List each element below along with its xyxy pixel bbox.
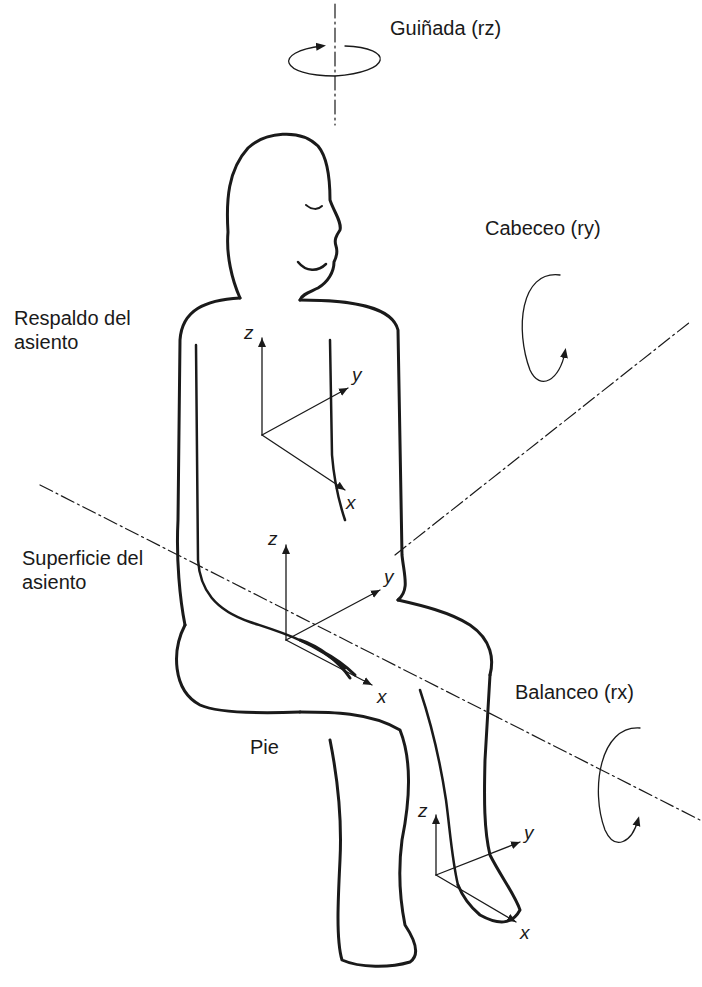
roll-axis [40,485,700,820]
pitch-rotation [522,275,565,382]
rotation-label: Guiñada (rz) [390,16,501,40]
pitch-axis [395,322,690,555]
head-axes [262,338,348,490]
right-shoulder-arm [300,300,405,600]
rotation-label: Balanceo (rx) [515,680,634,704]
axis-letter: y [384,566,394,589]
axis-letter: x [346,492,356,515]
axis-letter: y [524,822,534,845]
axis-letter: x [377,686,387,709]
left-arm [196,345,345,668]
foot-axes [436,815,520,922]
front-leg [300,712,415,966]
yaw-rotation [289,46,381,76]
rotation-label: Cabeceo (ry) [485,216,601,240]
thigh-top [398,600,492,675]
axis-letter: z [268,528,278,551]
part-label: Respaldo del asiento [14,306,154,354]
axis-letter: y [352,364,362,387]
part-label: Pie [250,735,279,759]
eye [306,205,322,209]
part-label: Superficie del asiento [22,546,172,594]
axis-letter: x [520,922,530,945]
seat-axes [286,545,380,685]
back-leg [458,675,520,922]
arm-inner-line [330,340,345,520]
back-leg-inner [420,690,458,885]
axis-letter: z [244,322,254,345]
axis-letter: z [418,800,428,823]
mouth [298,262,326,270]
roll-rotation [598,728,640,842]
head-outline [227,134,340,300]
hip-outline [177,625,300,713]
yaw-axis [334,4,335,125]
back-outline [177,298,240,625]
